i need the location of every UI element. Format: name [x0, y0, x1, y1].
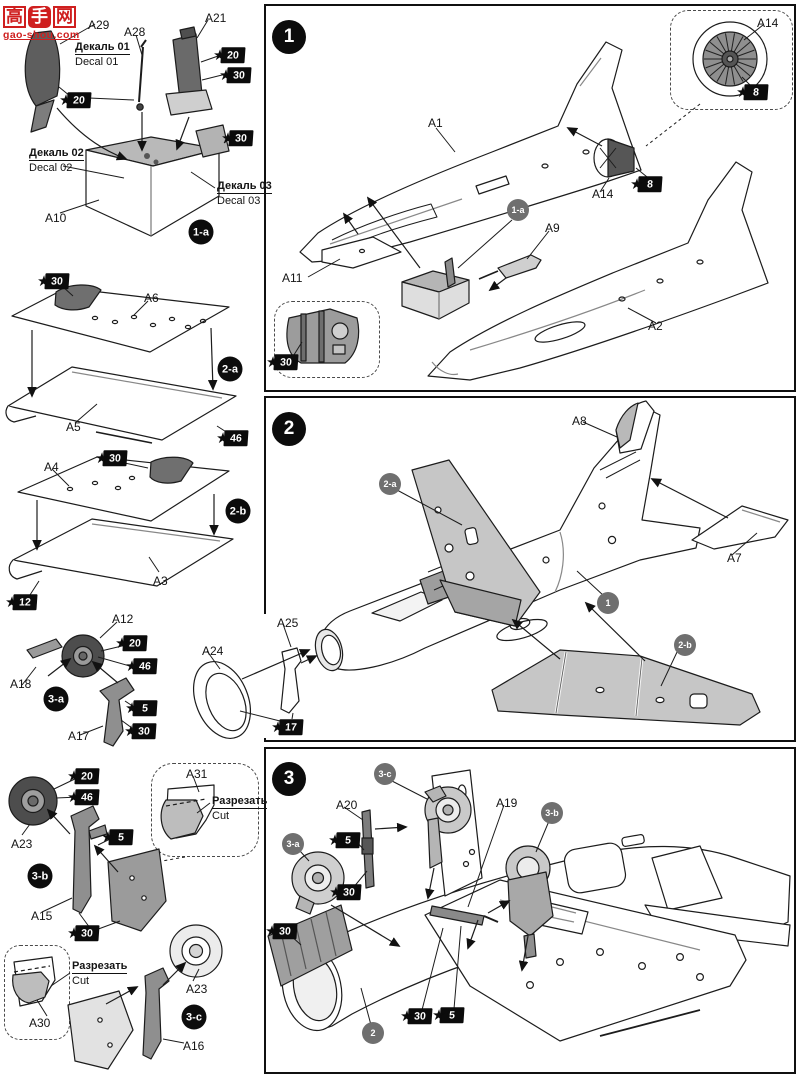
part-label-a2: A2: [648, 319, 663, 333]
label-text-ru: Декаль 03: [217, 180, 272, 194]
part-label-a19: A19: [496, 796, 518, 810]
part-label-a11: A11: [282, 271, 303, 285]
label-text-en: Decal 03: [217, 195, 261, 207]
paint-badge-46: 46: [74, 789, 100, 805]
part-label-a30: A30: [29, 1016, 51, 1030]
substep-badge-2-a: 2-a: [217, 356, 243, 382]
ref-badge-2: 2: [362, 1022, 384, 1044]
part-label-a3: A3: [153, 574, 168, 588]
paint-badge-30: 30: [272, 923, 298, 939]
part-label-a23: A23: [186, 982, 208, 996]
step-number-3: 3: [272, 762, 306, 796]
panel-step-3: [264, 747, 796, 1074]
substep-badge-1-a: 1-a: [188, 219, 214, 245]
paint-badge-20: 20: [74, 768, 100, 784]
label-text-ru: Декаль 02: [29, 147, 84, 161]
paint-badge-5: 5: [132, 700, 158, 716]
substep-badge-2-b: 2-b: [225, 498, 251, 524]
paint-badge-12: 12: [12, 594, 38, 610]
ref-badge-3-c: 3-c: [374, 763, 396, 785]
label-text-ru: Разрезать: [212, 795, 268, 809]
part-label-a14: A14: [757, 16, 779, 30]
ref-badge-3-a: 3-a: [282, 833, 304, 855]
watermark-logo[interactable]: 高 手 网 gao-shou.com: [3, 6, 80, 41]
part-label-a14: A14: [592, 187, 614, 201]
part-label-a8: A8: [572, 414, 587, 428]
part-label-a10: A10: [45, 211, 67, 225]
ref-badge-1: 1: [597, 592, 619, 614]
watermark-char-gao: 高: [3, 6, 26, 28]
step-number-1: 1: [272, 20, 306, 54]
label-text-ru: Декаль 01: [75, 41, 130, 55]
paint-badge-17: 17: [278, 719, 304, 735]
watermark-char-wang: 网: [53, 6, 76, 28]
part-label-a4: A4: [44, 460, 59, 474]
part-label-a9: A9: [545, 221, 560, 235]
ref-badge-2-b: 2-b: [674, 634, 696, 656]
paint-badge-30: 30: [407, 1008, 433, 1024]
paint-badge-30: 30: [228, 130, 254, 146]
label-text-en: Decal 02: [29, 162, 73, 174]
paint-badge-20: 20: [220, 47, 246, 63]
ref-badge-3-b: 3-b: [541, 802, 563, 824]
inset-engine-fan: [670, 10, 793, 110]
part-label-a7: A7: [727, 551, 742, 565]
substep-badge-3-a: 3-a: [43, 686, 69, 712]
panel-step-1: [264, 4, 796, 392]
paint-badge-5: 5: [439, 1007, 465, 1023]
substep-badge-3-c: 3-c: [181, 1004, 207, 1030]
paint-badge-46: 46: [223, 430, 249, 446]
paint-badge-30: 30: [131, 723, 157, 739]
ref-badge-2-a: 2-a: [379, 473, 401, 495]
inset-instrument-panel: [274, 301, 380, 378]
label-text-en: Cut: [212, 810, 230, 822]
part-label-a23: A23: [11, 837, 33, 851]
part-label-a5: A5: [66, 420, 81, 434]
paint-badge-30: 30: [226, 67, 252, 83]
part-label-a20: A20: [336, 798, 358, 812]
panel-step-2: [264, 396, 796, 742]
ref-badge-1-a: 1-a: [507, 199, 529, 221]
watermark-thumb-icon: 手: [28, 6, 51, 28]
part-label-a25: A25: [277, 616, 299, 630]
part-label-a21: A21: [205, 11, 227, 25]
watermark-site-text: gao-shou.com: [3, 28, 80, 41]
label-text-en: Decal 01: [75, 56, 119, 68]
paint-badge-20: 20: [122, 635, 148, 651]
part-label-a28: A28: [124, 25, 146, 39]
label-text-ru: Разрезать: [72, 960, 128, 974]
part-label-a12: A12: [112, 612, 134, 626]
part-label-a31: A31: [186, 767, 208, 781]
paint-badge-46: 46: [132, 658, 158, 674]
step-number-2: 2: [272, 412, 306, 446]
inset-cut-a31: [151, 763, 259, 857]
paint-badge-8: 8: [743, 84, 769, 100]
substep-badge-3-b: 3-b: [27, 863, 53, 889]
paint-badge-30: 30: [336, 884, 362, 900]
paint-badge-30: 30: [74, 925, 100, 941]
label-text-en: Cut: [72, 975, 90, 987]
watermark-row: 高 手 网: [3, 6, 80, 28]
paint-badge-5: 5: [335, 832, 361, 848]
part-label-a29: A29: [88, 18, 110, 32]
paint-badge-8: 8: [637, 176, 663, 192]
part-label-a17: A17: [68, 729, 90, 743]
part-label-a15: A15: [31, 909, 53, 923]
part-label-a18: A18: [10, 677, 32, 691]
paint-badge-5: 5: [108, 829, 134, 845]
part-label-a16: A16: [183, 1039, 205, 1053]
part-label-a24: A24: [202, 644, 224, 658]
part-label-a6: A6: [144, 291, 159, 305]
paint-badge-20: 20: [66, 92, 92, 108]
part-label-a1: A1: [428, 116, 443, 130]
paint-badge-30: 30: [102, 450, 128, 466]
paint-badge-30: 30: [44, 273, 70, 289]
paint-badge-30: 30: [273, 354, 299, 370]
